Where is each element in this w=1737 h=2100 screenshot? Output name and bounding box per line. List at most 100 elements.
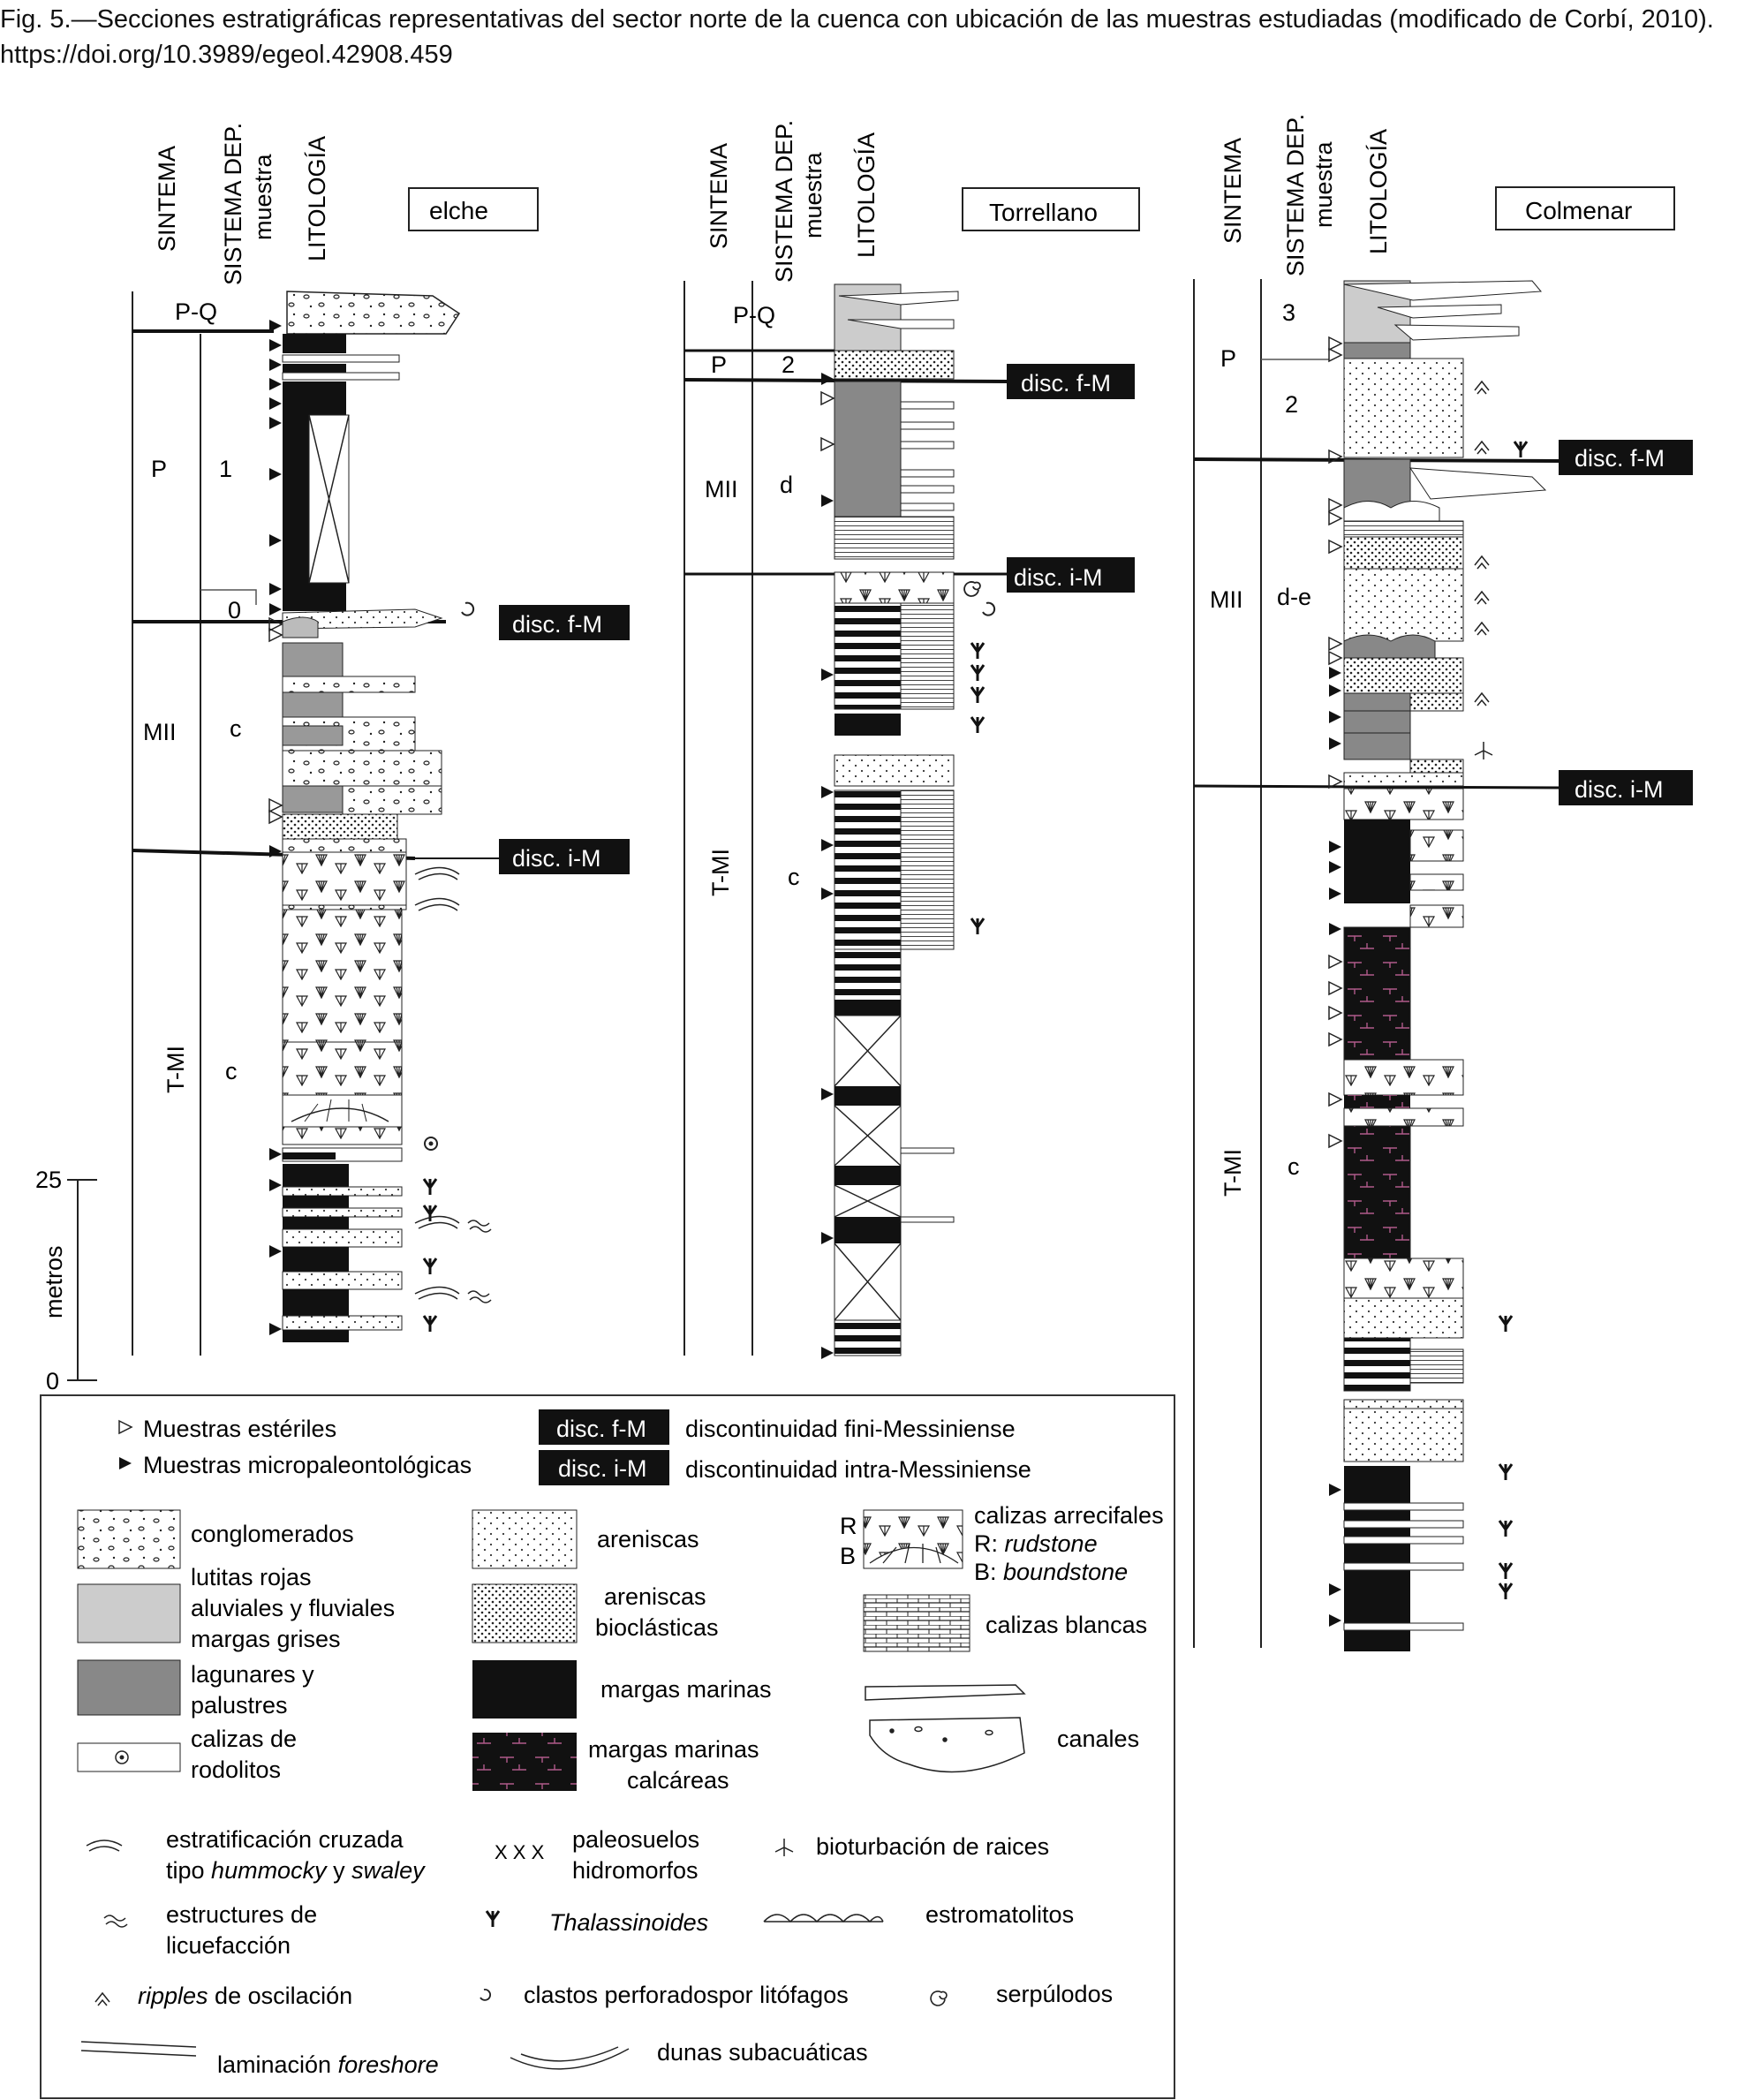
bored-clast-icon (480, 1989, 492, 2001)
scale-bar: 25 0 metros (35, 1167, 97, 1394)
rodolith-icon-core (119, 1755, 125, 1760)
sintema-label: P-Q (175, 298, 217, 325)
sintema-label: MII (705, 476, 738, 502)
scale-top: 25 (35, 1167, 62, 1193)
bored-clast-icon (461, 601, 475, 616)
legend-hummocky-2: tipo hummocky y swaley (166, 1857, 426, 1884)
legend-margas-calcareas-1: margas marinas (588, 1736, 759, 1763)
serpulid-icon (930, 1990, 948, 2006)
lithology-column (834, 283, 959, 1356)
legend-bioclasticas-1: areniscas (604, 1583, 706, 1610)
thalassinoides-icon (485, 1910, 501, 1927)
lithology-column (1343, 280, 1547, 1651)
sistema-label: 2 (1285, 391, 1298, 418)
header-sistema-dep: SISTEMA DEP. (1282, 114, 1309, 276)
root-bioturbation-icon (1474, 742, 1493, 759)
swatch-bioclasticas (472, 1583, 578, 1643)
boundstone-arc (869, 1543, 959, 1564)
legend-arrecifales: calizas arrecifales (974, 1502, 1164, 1529)
legend-disc-im-tag: disc. i-M (558, 1455, 647, 1482)
rodolith-icon (115, 1750, 129, 1764)
section-name: Colmenar (1525, 197, 1632, 224)
legend-bioturbacion: bioturbación de raices (816, 1833, 1049, 1860)
section-name-box (962, 187, 1140, 231)
disc-im-label: disc. i-M (512, 845, 601, 872)
figure-caption: Fig. 5.—Secciones estratigráficas repres… (0, 5, 1714, 69)
header-sistema-dep: SISTEMA DEP. (771, 120, 797, 283)
swatch-conglomerados (77, 1509, 181, 1569)
disc-fm-box (1007, 364, 1135, 399)
legend-paleosuelos-1: paleosuelos (572, 1826, 699, 1853)
legend-boundstone: B: boundstone (974, 1559, 1128, 1585)
section-name: elche (429, 197, 488, 224)
swatch-calizas-blancas (863, 1594, 970, 1652)
sterile-sample-markers (268, 616, 283, 825)
sistema-label: c (225, 1058, 238, 1084)
sistema-label: 0 (228, 597, 241, 623)
disc-im-box (1007, 557, 1135, 593)
hummocky-icon (86, 1839, 123, 1852)
rodolith-icon (428, 1141, 434, 1146)
header-sintema: SINTEMA (706, 143, 732, 249)
boundary-line (683, 378, 1008, 383)
sintema-label: P-Q (733, 302, 775, 329)
legend-b-letter: B (840, 1543, 856, 1569)
sintema-label: T-MI (162, 1046, 189, 1093)
disc-im-label: disc. i-M (1014, 564, 1103, 591)
legend-dunas: dunas subacuáticas (657, 2039, 868, 2066)
section-torrellano: SINTEMA SISTEMA DEP. muestra LITOLOGÍA T… (683, 120, 1140, 1359)
sintema-label: P (1220, 345, 1236, 372)
legend-margas-calcareas-2: calcáreas (627, 1767, 729, 1794)
thalassinoides-icons (422, 1178, 438, 1332)
sintema-label: MII (1210, 586, 1243, 613)
legend: Muestras estériles Muestras micropaleont… (40, 1394, 1175, 2099)
bored-clast-icon (982, 601, 996, 616)
boundary-line (200, 589, 257, 605)
header-muestra: muestra (800, 151, 827, 238)
disc-fm-box (499, 605, 630, 640)
hummocky-icons (414, 866, 492, 1303)
paleosuelos-icon: X X X (495, 1841, 545, 1863)
legend-licuefaccion-2: licuefacción (166, 1932, 291, 1959)
legend-conglomerados: conglomerados (191, 1521, 354, 1547)
sistema-label: d (780, 472, 793, 498)
swatch-rodolitos (77, 1742, 181, 1772)
disc-im-label: disc. i-M (1575, 776, 1664, 803)
legend-rudstone: R: rudstone (974, 1530, 1098, 1557)
legend-serpulodos: serpúlodos (996, 1981, 1113, 2007)
rodolith-icon (424, 1137, 438, 1151)
legend-disc-im-box (539, 1450, 669, 1485)
disc-im-box (499, 839, 630, 874)
legend-calizas-blancas: calizas blancas (986, 1612, 1147, 1638)
channels-icon (865, 1684, 1026, 1773)
disc-im-box (1559, 770, 1693, 805)
header-sistema-dep: SISTEMA DEP. (220, 123, 246, 285)
foreshore-lamination-icon (80, 2041, 197, 2057)
ripple-icon (94, 1991, 110, 2006)
thalassinoides-icons (1498, 441, 1529, 1599)
legend-estromatolitos: estromatolitos (925, 1901, 1074, 1928)
legend-disc-im-text: discontinuidad intra-Messiniense (685, 1456, 1031, 1483)
boundary-line (1193, 784, 1560, 789)
legend-micro: Muestras micropaleontológicas (143, 1452, 472, 1478)
legend-disc-fm-tag: disc. f-M (556, 1416, 646, 1442)
stromatolite-icon (763, 1914, 884, 1923)
legend-disc-fm-text: discontinuidad fini-Messiniense (685, 1416, 1016, 1442)
sterile-sample-markers (1328, 336, 1343, 1149)
disc-fm-box (1559, 440, 1693, 475)
liquefaction-icon (103, 1915, 128, 1928)
disc-fm-label: disc. f-M (512, 611, 602, 638)
micro-sample-icon (119, 1457, 132, 1469)
micro-sample-markers (1329, 667, 1341, 1627)
legend-rodolitos-2: rodolitos (191, 1756, 281, 1783)
header-muestra: muestra (250, 153, 276, 240)
section-elche: SINTEMA SISTEMA DEP. muestra LITOLOGÍA e… (132, 123, 630, 1356)
swatch-margas-calcareas (472, 1733, 577, 1791)
sistema-label: c (1288, 1153, 1300, 1180)
sintema-label: P (711, 351, 727, 378)
legend-lagunares-2: palustres (191, 1692, 288, 1719)
scale-label: metros (41, 1245, 67, 1318)
legend-licuefaccion-1: estructures de (166, 1901, 317, 1928)
legend-r-letter: R (840, 1513, 857, 1539)
legend-canales: canales (1057, 1726, 1139, 1752)
